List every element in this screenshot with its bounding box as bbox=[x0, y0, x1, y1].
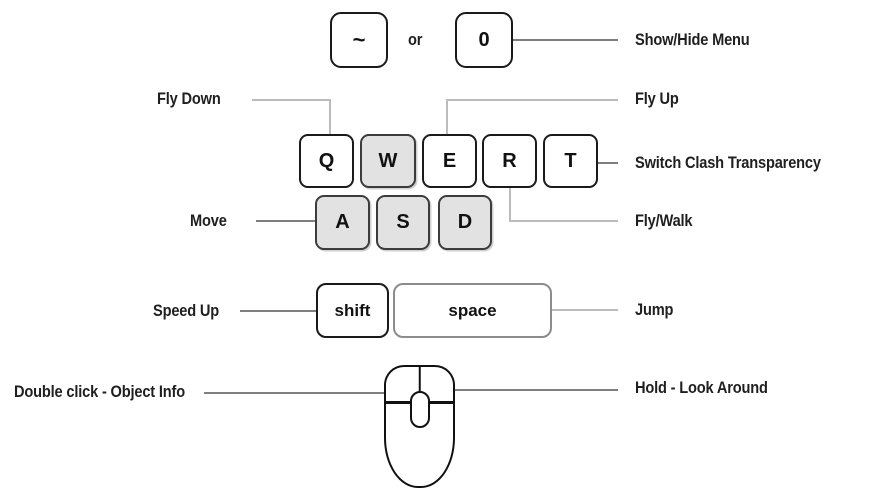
connector-jump bbox=[552, 309, 618, 311]
key-d: D bbox=[438, 195, 492, 250]
connector-fly-down-horizontal bbox=[252, 99, 331, 101]
key-shift: shift bbox=[316, 283, 389, 338]
or-text: or bbox=[408, 30, 423, 49]
connector-hold-look-around bbox=[455, 389, 618, 391]
label-fly-walk: Fly/Walk bbox=[635, 211, 693, 230]
key-s: S bbox=[376, 195, 430, 250]
key-zero: 0 bbox=[455, 12, 513, 68]
key-e: E bbox=[422, 134, 477, 188]
key-a: A bbox=[315, 195, 370, 250]
label-show-hide-menu: Show/Hide Menu bbox=[635, 30, 750, 49]
key-t: T bbox=[543, 134, 598, 188]
connector-double-click bbox=[204, 392, 384, 394]
connector-move bbox=[256, 220, 315, 222]
connector-speed-up bbox=[240, 310, 316, 312]
key-w: W bbox=[360, 134, 416, 188]
connector-fly-walk-vertical bbox=[509, 188, 511, 222]
label-fly-up: Fly Up bbox=[635, 89, 679, 108]
label-jump: Jump bbox=[635, 300, 674, 319]
connector-show-hide-menu bbox=[513, 39, 618, 41]
key-r: R bbox=[482, 134, 537, 188]
label-speed-up: Speed Up bbox=[153, 301, 220, 320]
label-switch-clash-transparency: Switch Clash Transparency bbox=[635, 153, 821, 172]
connector-fly-up-vertical bbox=[446, 99, 448, 135]
connector-switch-clash bbox=[598, 162, 618, 164]
connector-fly-walk-horizontal bbox=[509, 220, 618, 222]
mouse-icon bbox=[384, 365, 455, 488]
label-hold-look-around: Hold - Look Around bbox=[635, 378, 768, 397]
key-q: Q bbox=[299, 134, 354, 188]
mouse-scroll-wheel bbox=[409, 391, 430, 428]
label-move: Move bbox=[190, 211, 227, 230]
connector-fly-up-horizontal bbox=[446, 99, 618, 101]
label-double-click-object-info: Double click - Object Info bbox=[14, 382, 185, 401]
label-fly-down: Fly Down bbox=[157, 89, 221, 108]
connector-fly-down-vertical bbox=[329, 99, 331, 135]
key-space: space bbox=[393, 283, 552, 338]
key-tilde: ~ bbox=[330, 12, 388, 68]
mouse-button-divider-vertical bbox=[418, 366, 421, 394]
